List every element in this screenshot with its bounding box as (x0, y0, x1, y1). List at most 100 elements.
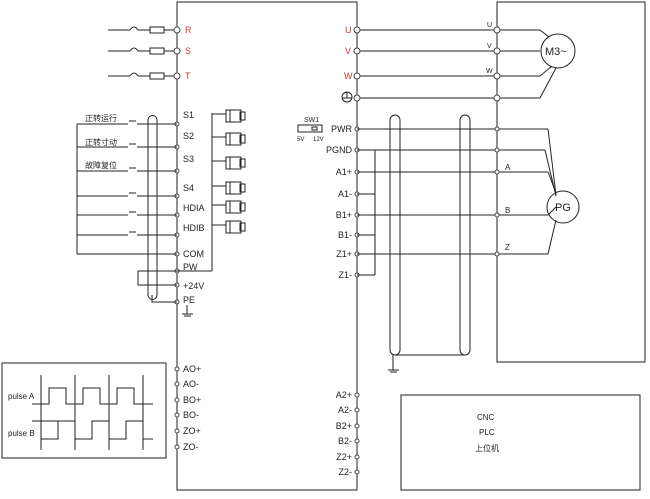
pulse-output2-label: Z2- (339, 467, 353, 477)
terminal-t: T (185, 71, 191, 81)
shield-tube (389, 114, 401, 356)
shield-tube (147, 115, 158, 300)
input-terminal-label: S3 (183, 154, 194, 164)
signal-a: A (505, 163, 511, 172)
ground-icon (182, 305, 193, 317)
terminal-dot (494, 212, 500, 218)
motor-output-group: U V W U V W M3~ (341, 22, 576, 103)
encoder-terminal-label: Z1- (339, 270, 353, 280)
terminal-dot (173, 47, 181, 55)
terminal-dot (174, 397, 180, 403)
input-terminal-label: HDIB (183, 223, 205, 233)
terminal-dot (494, 147, 500, 153)
sw1-switch[interactable]: SW1 5V 12V (297, 117, 324, 143)
pulse-waveform-box: pulse A pulse B (1, 362, 167, 459)
terminal-dot (353, 94, 361, 102)
input-terminal-label: COM (183, 249, 204, 259)
terminal-dot (493, 94, 501, 102)
opto-box (239, 111, 246, 121)
motor-w-label: W (486, 68, 493, 75)
encoder-label: PG (555, 202, 571, 214)
pulse-output-label: AO+ (183, 364, 201, 374)
terminal-dot (493, 26, 501, 34)
encoder-terminal-label: Z1+ (336, 249, 352, 259)
terminal-u: U (345, 25, 352, 35)
controller-cnc: CNC (477, 413, 495, 422)
terminal-v: V (345, 46, 351, 56)
pulse-a-label: pulse A (8, 392, 35, 401)
pulse-output-label: AO- (183, 379, 199, 389)
opto-box (239, 134, 246, 144)
terminal-dot (493, 72, 501, 80)
optocoupler-icon (225, 156, 246, 170)
motor-v-label: V (487, 43, 492, 50)
opto-box (225, 200, 242, 214)
resistor-icon (149, 47, 165, 55)
terminal-dot (173, 26, 181, 34)
terminal-s: S (185, 46, 191, 56)
sw1-12v: 12V (313, 137, 324, 143)
breaker-icon (129, 47, 139, 52)
pulse-output-label: BO- (183, 410, 199, 420)
motor-wire (539, 67, 557, 99)
motor-wire (539, 29, 550, 38)
terminal-dot (174, 428, 180, 434)
terminal-dot (494, 251, 500, 257)
opto-box (225, 181, 242, 195)
input-terminal-label: +24V (183, 281, 204, 291)
resistor-icon (149, 72, 165, 80)
encoder-wire (547, 219, 557, 255)
encoder-terminal-label: PGND (326, 145, 353, 155)
breaker-icon (129, 26, 139, 31)
opto-box (239, 183, 246, 193)
terminal-dot (494, 169, 500, 175)
ground-icon (341, 91, 353, 103)
terminal-dot (174, 444, 180, 450)
opto-box (239, 222, 246, 232)
sw1-5v: 5V (297, 137, 304, 143)
input-function-label: 正转寸动 (85, 137, 117, 147)
motor-u-label: U (487, 22, 492, 29)
input-terminal-label: PW (183, 262, 198, 272)
controller-plc: PLC (479, 428, 495, 437)
drive-box (176, 1, 358, 491)
pulse-output2-label: B2+ (336, 421, 352, 431)
opto-box (225, 109, 242, 123)
encoder-terminal-label: B1- (338, 230, 352, 240)
terminal-dot (353, 72, 361, 80)
terminal-dot (173, 72, 181, 80)
encoder-terminal-label: B1+ (336, 210, 352, 220)
pulse-output-label: ZO+ (183, 426, 201, 436)
encoder-terminal-label: A1- (338, 189, 352, 199)
terminal-dot (353, 47, 361, 55)
terminal-dot (494, 126, 500, 132)
terminal-r: R (185, 25, 192, 35)
input-terminal-label: PE (183, 295, 195, 305)
optocoupler-icon (225, 181, 246, 195)
ground-icon (388, 355, 399, 373)
pulse-output2-label: Z2+ (336, 452, 352, 462)
opto-box (239, 202, 246, 212)
controller-host: 上位机 (475, 443, 499, 453)
encoder-wire (547, 128, 557, 196)
pulse-output2-label: A2+ (336, 390, 352, 400)
signal-b: B (505, 206, 510, 215)
pulse-output2-label: B2- (338, 436, 352, 446)
encoder-wire (547, 171, 557, 194)
resistor-icon (149, 26, 165, 34)
terminal-dot (354, 469, 360, 475)
opto-box (225, 132, 242, 146)
terminal-dot (493, 47, 501, 55)
sw1-label: SW1 (304, 117, 319, 124)
opto-box (225, 156, 242, 170)
pe-wire (151, 295, 177, 303)
breaker-icon (129, 72, 139, 77)
encoder-terminal-label: PWR (331, 124, 352, 134)
terminal-dot (354, 438, 360, 444)
motor-box (496, 1, 646, 363)
motor-label: M3~ (545, 46, 567, 58)
input-function-label: 故障复位 (85, 160, 117, 170)
pulse-output2-label: A2- (338, 405, 352, 415)
optocoupler-icon (225, 109, 246, 123)
